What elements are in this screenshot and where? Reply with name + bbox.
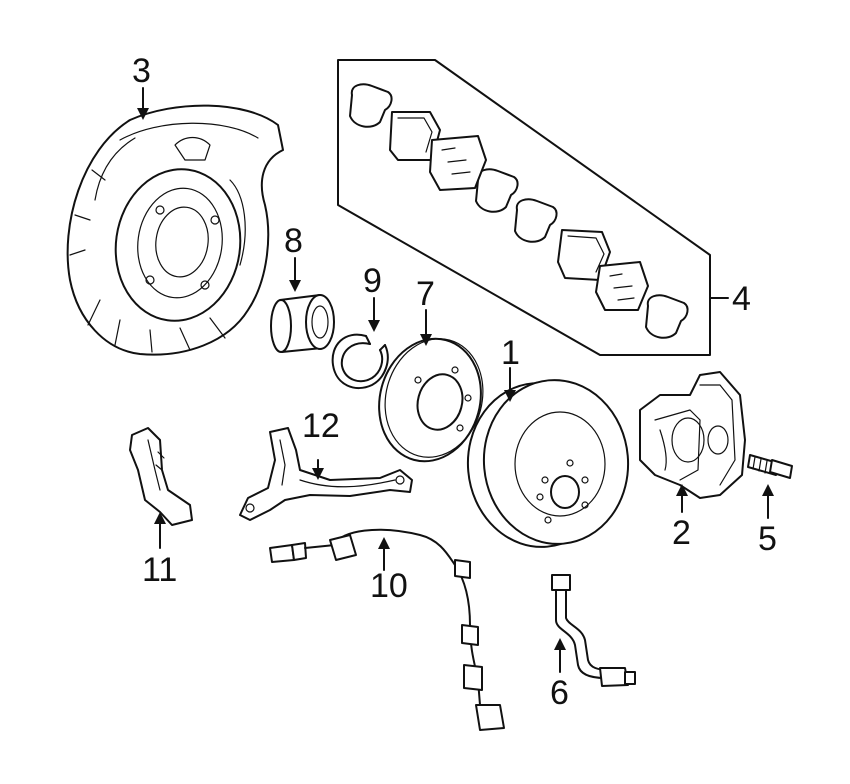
callout-8: 8 [284, 222, 303, 260]
backing-plate [66, 104, 284, 356]
brake-pad-kit [337, 59, 711, 356]
callout-10: 10 [370, 567, 408, 605]
callout-11: 11 [142, 551, 177, 589]
brake-hose [551, 574, 636, 687]
leader-arrows [137, 87, 774, 673]
callout-3: 3 [132, 52, 151, 90]
callout-7: 7 [416, 275, 435, 313]
cable-bracket [129, 427, 193, 526]
abs-sensor-cable [269, 528, 505, 731]
callout-12: 12 [302, 407, 340, 445]
callout-1: 1 [501, 334, 520, 372]
bleeder-screw [747, 454, 793, 479]
callout-9: 9 [363, 262, 382, 300]
callout-5: 5 [758, 520, 777, 558]
holder-lever [239, 427, 413, 521]
snap-ring [331, 333, 389, 390]
callout-6: 6 [550, 674, 569, 712]
hub-rotor [378, 337, 484, 463]
wheel-bearing [270, 294, 335, 353]
brake-caliper [639, 371, 746, 499]
callout-4: 4 [732, 280, 751, 318]
brake-disc [466, 379, 630, 548]
callout-2: 2 [672, 514, 691, 552]
